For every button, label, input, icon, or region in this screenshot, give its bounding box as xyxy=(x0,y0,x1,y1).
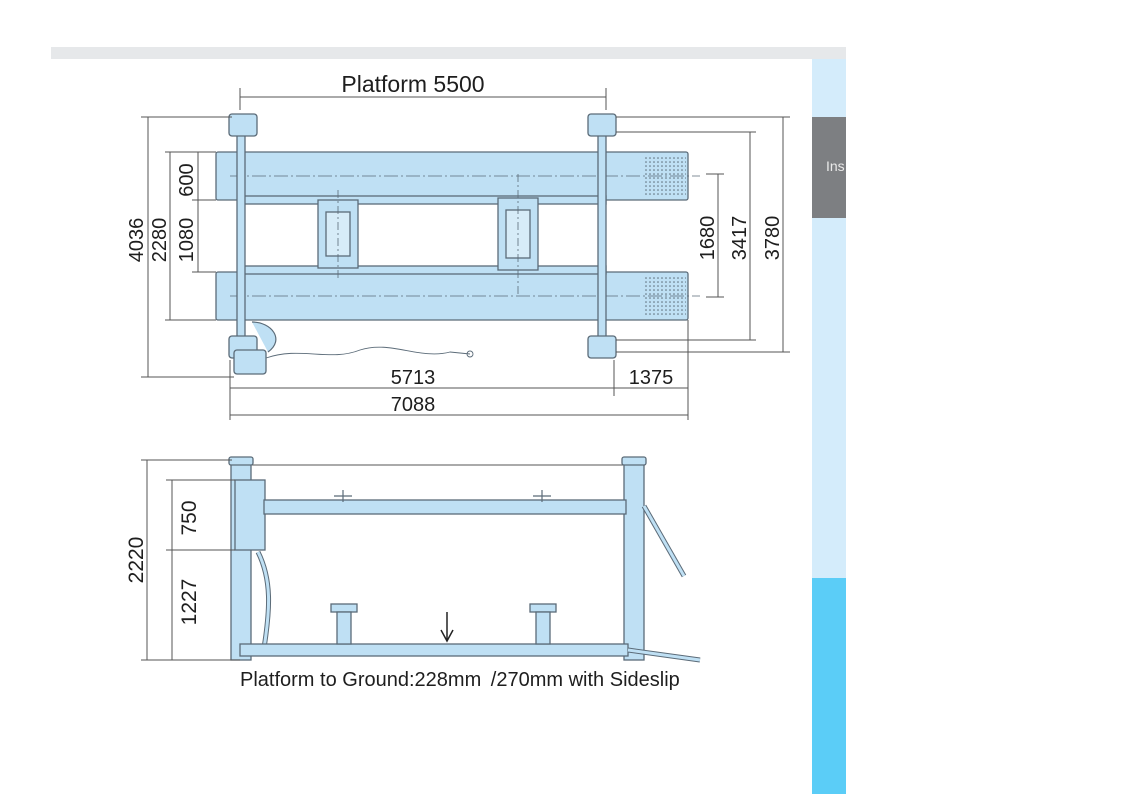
left-column xyxy=(236,124,246,351)
post-cap-top-left xyxy=(228,113,258,137)
side-upper-runway xyxy=(263,499,627,515)
sidebar-tab-label: Ins xyxy=(826,158,845,174)
dim-7088: 7088 xyxy=(391,394,436,416)
dim-1375: 1375 xyxy=(629,367,674,389)
dim-600: 600 xyxy=(176,163,198,196)
platform-length-label: Platform 5500 xyxy=(341,71,484,97)
dim-1080: 1080 xyxy=(176,218,198,263)
top-view: Platform 5500 xyxy=(126,71,790,420)
right-column xyxy=(597,124,607,351)
upper-cross-beam xyxy=(239,195,607,205)
side-right-column xyxy=(623,459,645,661)
post-cap-top-right xyxy=(587,113,617,137)
dim-1227: 1227 xyxy=(178,579,201,626)
dim-3780: 3780 xyxy=(762,216,784,261)
sidebar-accent-block xyxy=(812,578,846,794)
dim-750: 750 xyxy=(178,500,201,535)
top-bar xyxy=(51,47,846,59)
side-base-runway xyxy=(239,643,629,657)
dim-2280: 2280 xyxy=(149,218,171,263)
motor-unit xyxy=(233,349,267,375)
side-view: 2220 750 1227 Platform to Ground:228mm /… xyxy=(125,456,701,691)
post-cap-bottom-right xyxy=(587,335,617,359)
dim-1680: 1680 xyxy=(697,216,719,261)
dim-4036: 4036 xyxy=(126,218,148,263)
dim-2220: 2220 xyxy=(125,537,148,584)
lower-cross-beam xyxy=(239,265,607,275)
ground-clearance-caption: Platform to Ground:228mm /270mm with Sid… xyxy=(240,669,680,691)
side-motor-box xyxy=(234,479,266,551)
sidebar-tab[interactable]: Ins xyxy=(812,117,846,218)
dim-3417: 3417 xyxy=(729,216,751,261)
dim-5713: 5713 xyxy=(391,367,436,389)
